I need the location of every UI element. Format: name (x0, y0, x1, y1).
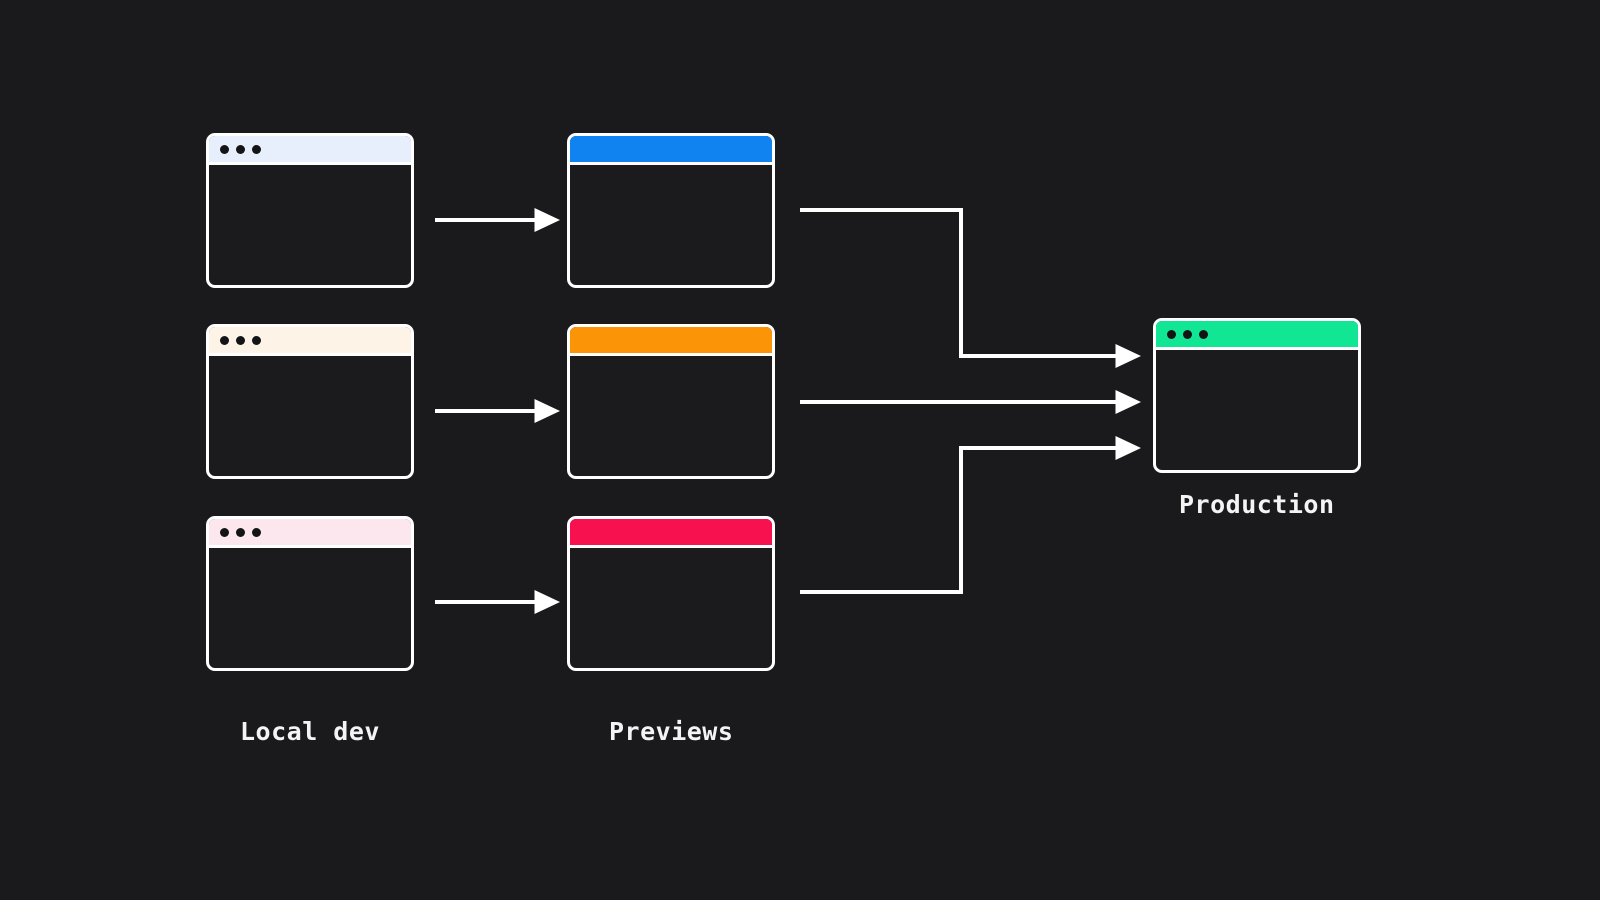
window-dot-close (220, 335, 229, 345)
window-body (211, 548, 409, 666)
titlebar-separator (1156, 347, 1358, 350)
titlebar-separator (570, 353, 772, 356)
window-titlebar (1156, 321, 1358, 347)
window-dot-maximize (1199, 329, 1208, 339)
window-dot-minimize (236, 144, 245, 154)
window-body (211, 165, 409, 283)
titlebar-separator (570, 545, 772, 548)
caption-local-dev: Local dev (240, 717, 380, 746)
window-titlebar (570, 519, 772, 545)
window-titlebar (209, 327, 411, 353)
window-preview-1[interactable] (567, 133, 775, 288)
titlebar-separator (209, 545, 411, 548)
window-body (211, 356, 409, 474)
titlebar-separator (209, 353, 411, 356)
window-body (572, 165, 770, 283)
window-dot-minimize (1183, 329, 1192, 339)
window-dot-maximize (252, 527, 261, 537)
window-dot-minimize (236, 335, 245, 345)
window-local-dev-1[interactable] (206, 133, 414, 288)
window-production[interactable] (1153, 318, 1361, 473)
window-titlebar (209, 519, 411, 545)
window-body (572, 356, 770, 474)
connector-line (800, 208, 1141, 368)
window-dot-close (1167, 329, 1176, 339)
window-dot-close (220, 527, 229, 537)
caption-production: Production (1179, 490, 1335, 519)
caption-previews: Previews (609, 717, 734, 746)
window-local-dev-2[interactable] (206, 324, 414, 479)
connector-preview-1-to-production (800, 208, 1141, 368)
window-titlebar (570, 136, 772, 162)
window-body (572, 548, 770, 666)
titlebar-separator (209, 162, 411, 165)
connector-preview-3-to-production (800, 436, 1141, 594)
window-dot-maximize (252, 335, 261, 345)
window-dot-minimize (236, 527, 245, 537)
window-preview-2[interactable] (567, 324, 775, 479)
window-titlebar (209, 136, 411, 162)
window-local-dev-3[interactable] (206, 516, 414, 671)
window-titlebar (570, 327, 772, 353)
window-body (1158, 350, 1356, 468)
window-preview-3[interactable] (567, 516, 775, 671)
window-dot-maximize (252, 144, 261, 154)
titlebar-separator (570, 162, 772, 165)
window-dot-close (220, 144, 229, 154)
connector-line (800, 436, 1141, 594)
